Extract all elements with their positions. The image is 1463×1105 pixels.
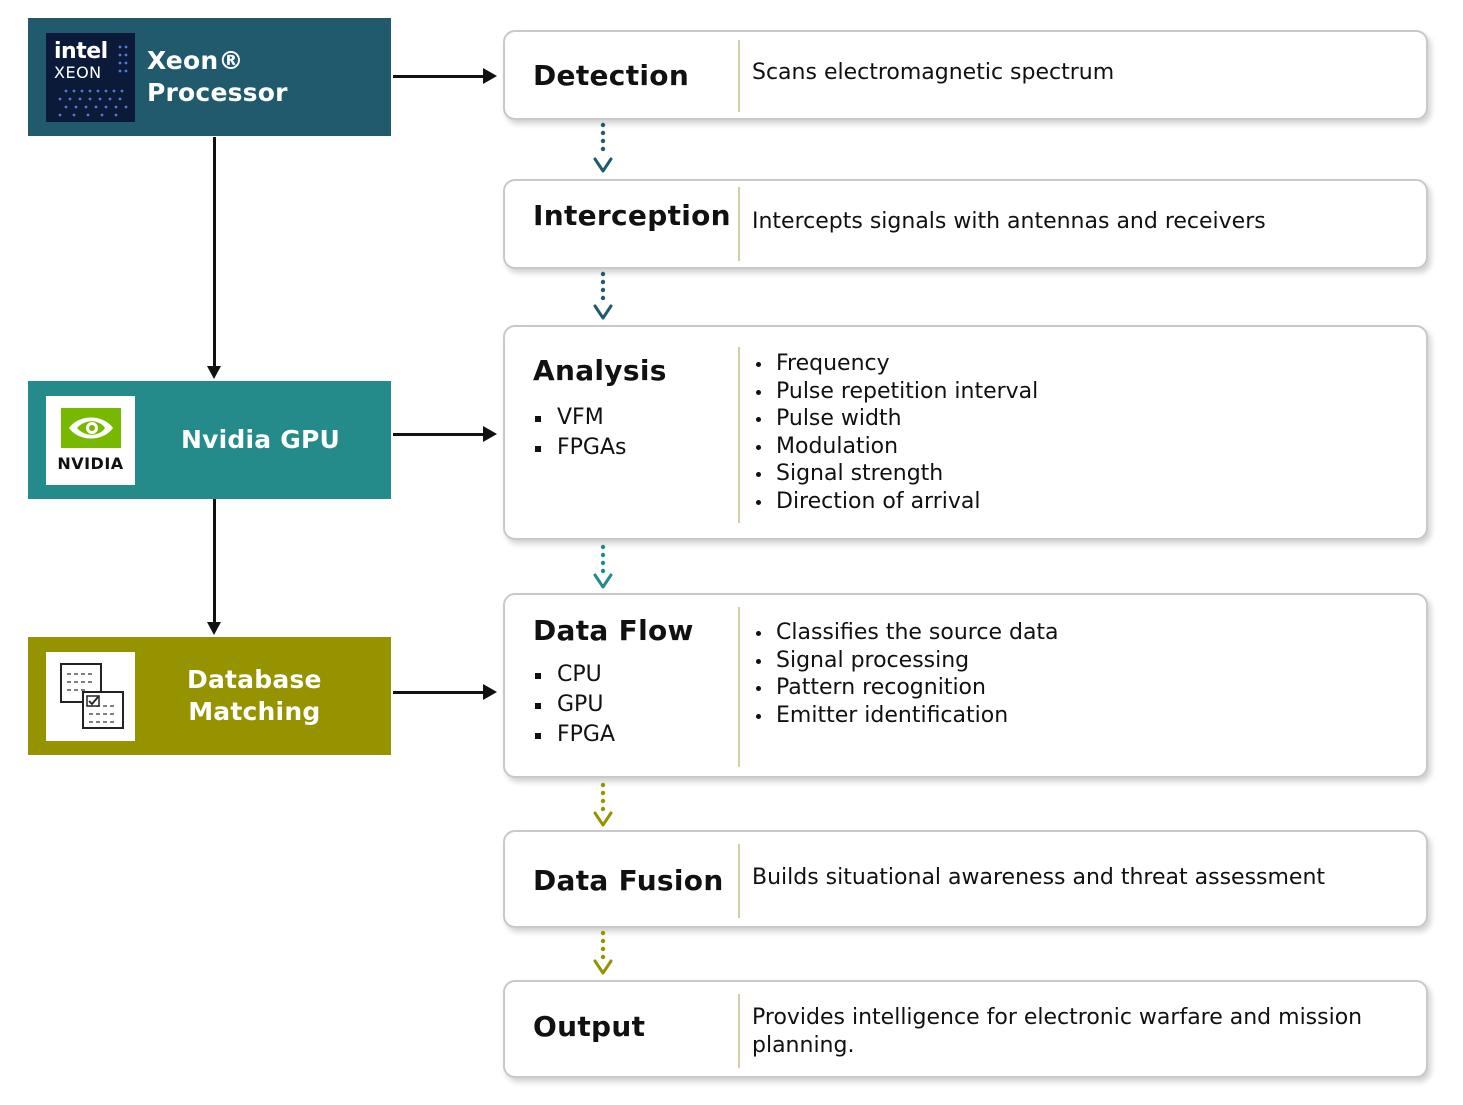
stage-title: Output xyxy=(533,1010,646,1043)
stage-description: Intercepts signals with antennas and rec… xyxy=(752,209,1266,234)
database-matching-label-line2: Matching xyxy=(188,697,321,726)
fusion-to-output-connector xyxy=(593,930,613,975)
list-item: CPU xyxy=(533,660,615,690)
list-item: VFM xyxy=(533,403,626,433)
db-to-dataflow-arrow xyxy=(393,684,497,700)
xeon-processor-block: intel XEON Xeon® Processor xyxy=(28,18,391,136)
stage-divider xyxy=(738,844,740,918)
dataflow-to-fusion-connector xyxy=(593,782,613,827)
stage-divider xyxy=(738,347,740,523)
list-item: Emitter identification xyxy=(752,702,1059,730)
xeon-logo-text: XEON xyxy=(54,62,102,82)
stage-title: Interception xyxy=(533,199,731,232)
stage-description: Provides intelligence for electronic war… xyxy=(752,1005,1363,1058)
stage-divider xyxy=(738,40,740,112)
stage-description: Builds situational awareness and threat … xyxy=(752,865,1326,890)
intel-xeon-logo: intel XEON xyxy=(46,32,135,122)
database-matching-label: Database Matching xyxy=(187,664,322,728)
list-item: Pulse width xyxy=(752,405,1038,433)
list-item: Pattern recognition xyxy=(752,674,1059,702)
stage-interception: Interception Intercepts signals with ant… xyxy=(503,179,1428,269)
list-item: Classifies the source data xyxy=(752,619,1059,647)
database-matching-block: Database Matching xyxy=(28,637,391,755)
list-item: Pulse repetition interval xyxy=(752,378,1038,406)
nvidia-logo-text: NVIDIA xyxy=(57,453,124,473)
xeon-processor-label: Xeon® Processor xyxy=(147,46,288,107)
list-item: Direction of arrival xyxy=(752,488,1038,516)
dataflow-tech-list: CPU GPU FPGA xyxy=(533,660,615,750)
nvidia-logo: NVIDIA xyxy=(46,395,135,485)
stage-title: Data Flow xyxy=(533,614,694,647)
intel-logo-text: intel xyxy=(54,38,108,64)
xeon-to-gpu-line xyxy=(213,137,216,367)
nvidia-eye-icon xyxy=(60,407,121,448)
list-item: GPU xyxy=(533,690,615,720)
stage-title: Analysis xyxy=(533,354,667,387)
list-item: FPGA xyxy=(533,720,615,750)
xeon-to-detection-arrow xyxy=(393,68,497,84)
xeon-to-gpu-arrowhead xyxy=(207,366,221,379)
detection-to-interception-connector xyxy=(593,122,613,173)
stage-description: Scans electromagnetic spectrum xyxy=(752,60,1115,85)
interception-to-analysis-connector xyxy=(593,271,613,320)
dataflow-process-list: Classifies the source data Signal proces… xyxy=(752,619,1059,729)
database-logo xyxy=(46,651,135,741)
stage-title: Data Fusion xyxy=(533,864,724,897)
stage-data-fusion: Data Fusion Builds situational awareness… xyxy=(503,830,1428,928)
nvidia-gpu-label: Nvidia GPU xyxy=(181,425,340,454)
stage-analysis: Analysis VFM FPGAs Frequency Pulse repet… xyxy=(503,325,1428,540)
analysis-parameter-list: Frequency Pulse repetition interval Puls… xyxy=(752,350,1038,515)
list-item: Signal processing xyxy=(752,647,1059,675)
gpu-to-db-arrowhead xyxy=(207,622,221,635)
stage-divider xyxy=(738,187,740,261)
xeon-dot-pattern-icon xyxy=(58,45,128,116)
stage-divider xyxy=(738,607,740,767)
stage-dataflow: Data Flow CPU GPU FPGA Classifies the so… xyxy=(503,593,1428,778)
list-item: Signal strength xyxy=(752,460,1038,488)
stage-detection: Detection Scans electromagnetic spectrum xyxy=(503,30,1428,120)
stage-output: Output Provides intelligence for electro… xyxy=(503,980,1428,1078)
stage-divider xyxy=(738,994,740,1068)
list-item: Modulation xyxy=(752,433,1038,461)
gpu-to-db-line xyxy=(213,499,216,623)
analysis-tech-list: VFM FPGAs xyxy=(533,403,626,463)
analysis-to-dataflow-connector xyxy=(593,544,613,589)
nvidia-gpu-block: NVIDIA Nvidia GPU xyxy=(28,381,391,499)
database-matching-label-line1: Database xyxy=(187,665,322,694)
list-item: Frequency xyxy=(752,350,1038,378)
gpu-to-analysis-arrow xyxy=(393,426,497,442)
document-match-icon xyxy=(59,663,124,729)
list-item: FPGAs xyxy=(533,433,626,463)
stage-title: Detection xyxy=(533,59,690,92)
